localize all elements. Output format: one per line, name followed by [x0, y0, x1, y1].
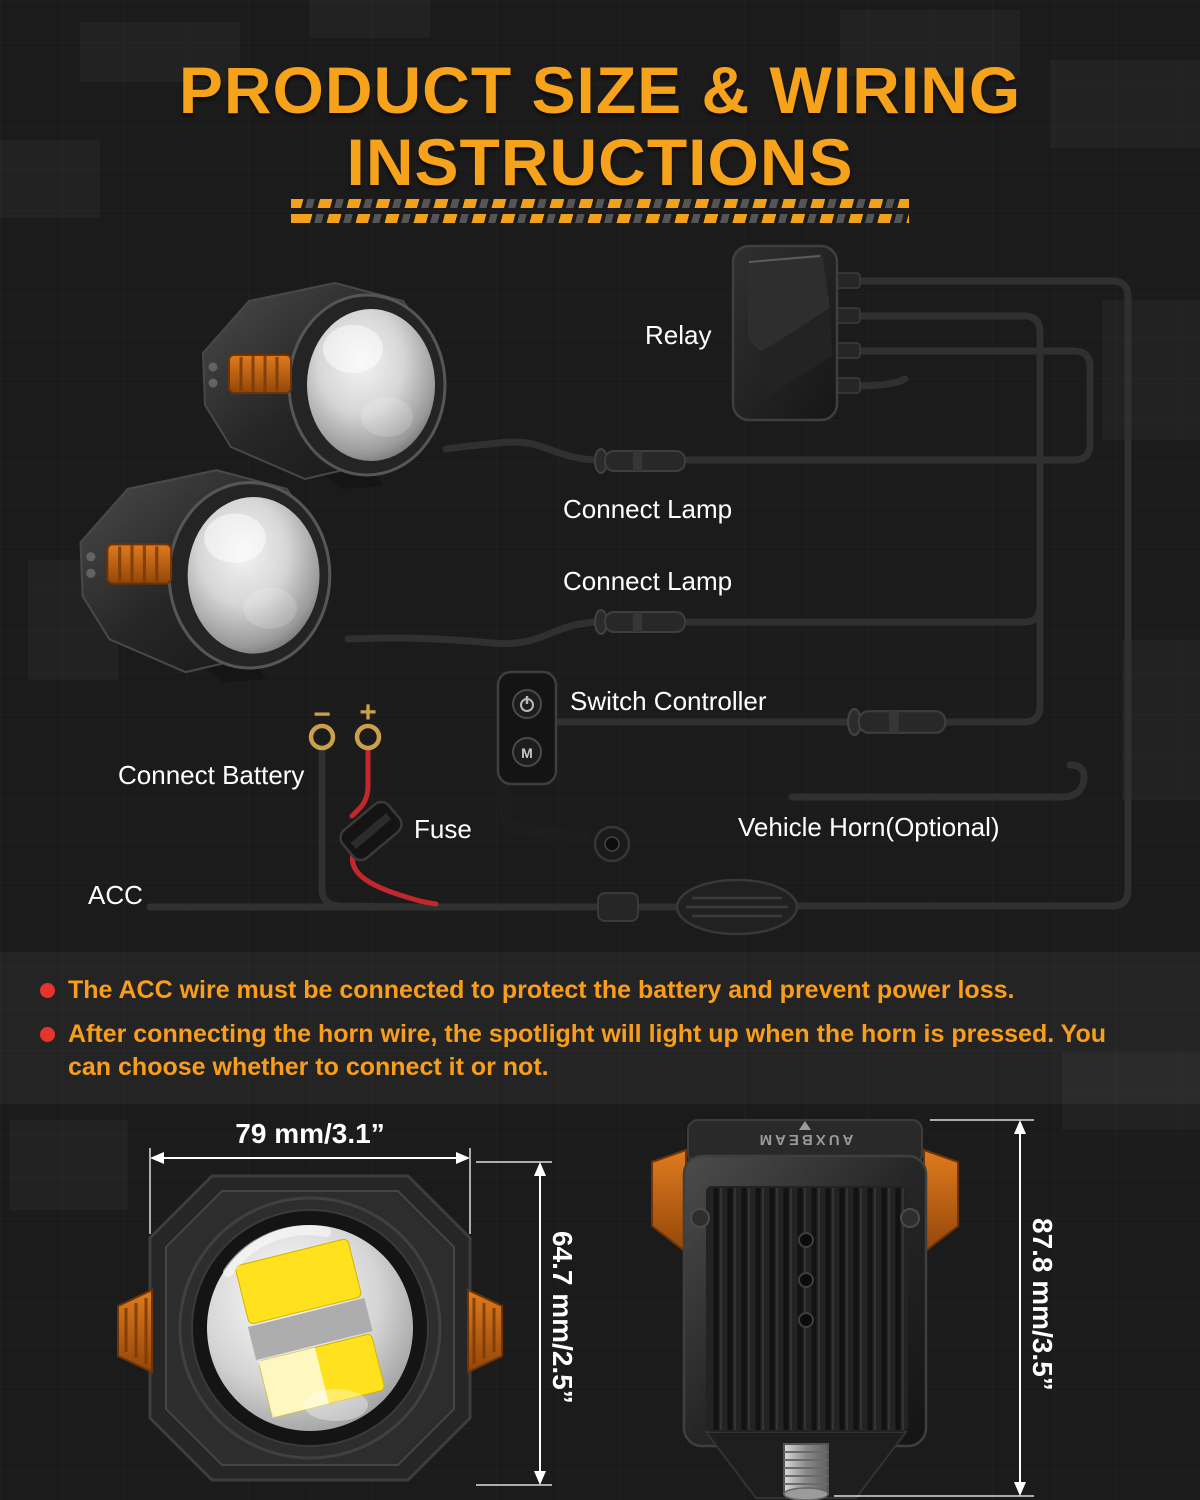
dimension-lines — [149, 1119, 1034, 1497]
wire-relay-to-harness — [795, 277, 1132, 910]
connect-lamp-bottom-label: Connect Lamp — [563, 566, 733, 596]
junction-connector — [597, 892, 639, 922]
wire-harness — [146, 277, 1132, 911]
fuse-label: Fuse — [414, 814, 472, 844]
wire-relay-to-switch — [552, 312, 1044, 726]
note-item: The ACC wire must be connected to protec… — [0, 952, 1160, 1018]
note-text-1: The ACC wire must be connected to protec… — [68, 976, 1015, 1004]
connect-battery-label: Connect Battery — [118, 760, 305, 790]
size-diagram-svg: AUXBEAM — [117, 1119, 1034, 1500]
relay-label: Relay — [645, 320, 712, 350]
page-title-line2: INSTRUCTIONS — [346, 125, 854, 199]
bullet-icon — [40, 1026, 55, 1042]
wire-battery-minus — [318, 745, 424, 911]
wire-lamp-bottom — [344, 618, 606, 648]
front-width-dimension: 79 mm/3.1” — [235, 1118, 385, 1149]
brand-logo: AUXBEAM — [757, 1131, 854, 1148]
front-height-dimension: 64.7 mm/2.5” — [547, 1231, 578, 1404]
hazard-stripe-bottom — [291, 214, 909, 223]
fuse-holder — [339, 800, 403, 862]
wire-vehicle-horn — [788, 761, 1088, 801]
wire-relay-to-lamp-top — [684, 347, 1094, 464]
back-height-dimension: 87.8 mm/3.5” — [1027, 1218, 1058, 1391]
wiring-diagram-svg: M — [78, 244, 1132, 936]
note-text-2: After connecting the horn wire, the spot… — [68, 1019, 1107, 1082]
connector-lamp-bottom — [594, 609, 686, 635]
spotlight-top-illustration — [201, 281, 447, 491]
note-item: After connecting the horn wire, the spot… — [0, 1018, 1160, 1085]
spotlight-front-view — [117, 1174, 503, 1482]
mode-button-label: M — [521, 745, 533, 761]
wire-lamp-top — [442, 438, 606, 464]
connect-lamp-top-label: Connect Lamp — [563, 494, 733, 524]
connector-switch — [846, 707, 947, 737]
switch-controller-illustration: M — [496, 670, 631, 863]
power-icon — [520, 696, 534, 712]
vehicle-horn-label: Vehicle Horn(Optional) — [738, 812, 1000, 842]
battery-minus-symbol: − — [313, 698, 331, 731]
hazard-stripe-top — [291, 199, 909, 208]
heatsink-fins — [713, 1188, 901, 1430]
harness-control-box — [675, 878, 799, 936]
led-chips — [235, 1238, 385, 1418]
spotlight-bottom-illustration — [78, 468, 332, 684]
acc-label: ACC — [88, 880, 143, 910]
relay-illustration — [731, 244, 861, 422]
switch-controller-label: Switch Controller — [570, 686, 767, 716]
notes-section: The ACC wire must be connected to protec… — [0, 952, 1200, 1104]
brand-logo-group: AUXBEAM — [757, 1121, 854, 1148]
wire-branch-lamp-bottom — [684, 602, 1044, 626]
bullet-icon — [40, 983, 55, 998]
battery-terminals — [308, 723, 382, 751]
page-title-line1: PRODUCT SIZE & WIRING — [178, 53, 1022, 127]
wire-battery-plus-red — [349, 746, 439, 907]
amber-fin-left — [651, 1148, 687, 1255]
connector-lamp-top — [594, 448, 686, 474]
battery-plus-symbol: + — [359, 696, 377, 729]
spotlight-back-view: AUXBEAM — [651, 1119, 959, 1500]
amber-fin-right — [923, 1148, 959, 1255]
